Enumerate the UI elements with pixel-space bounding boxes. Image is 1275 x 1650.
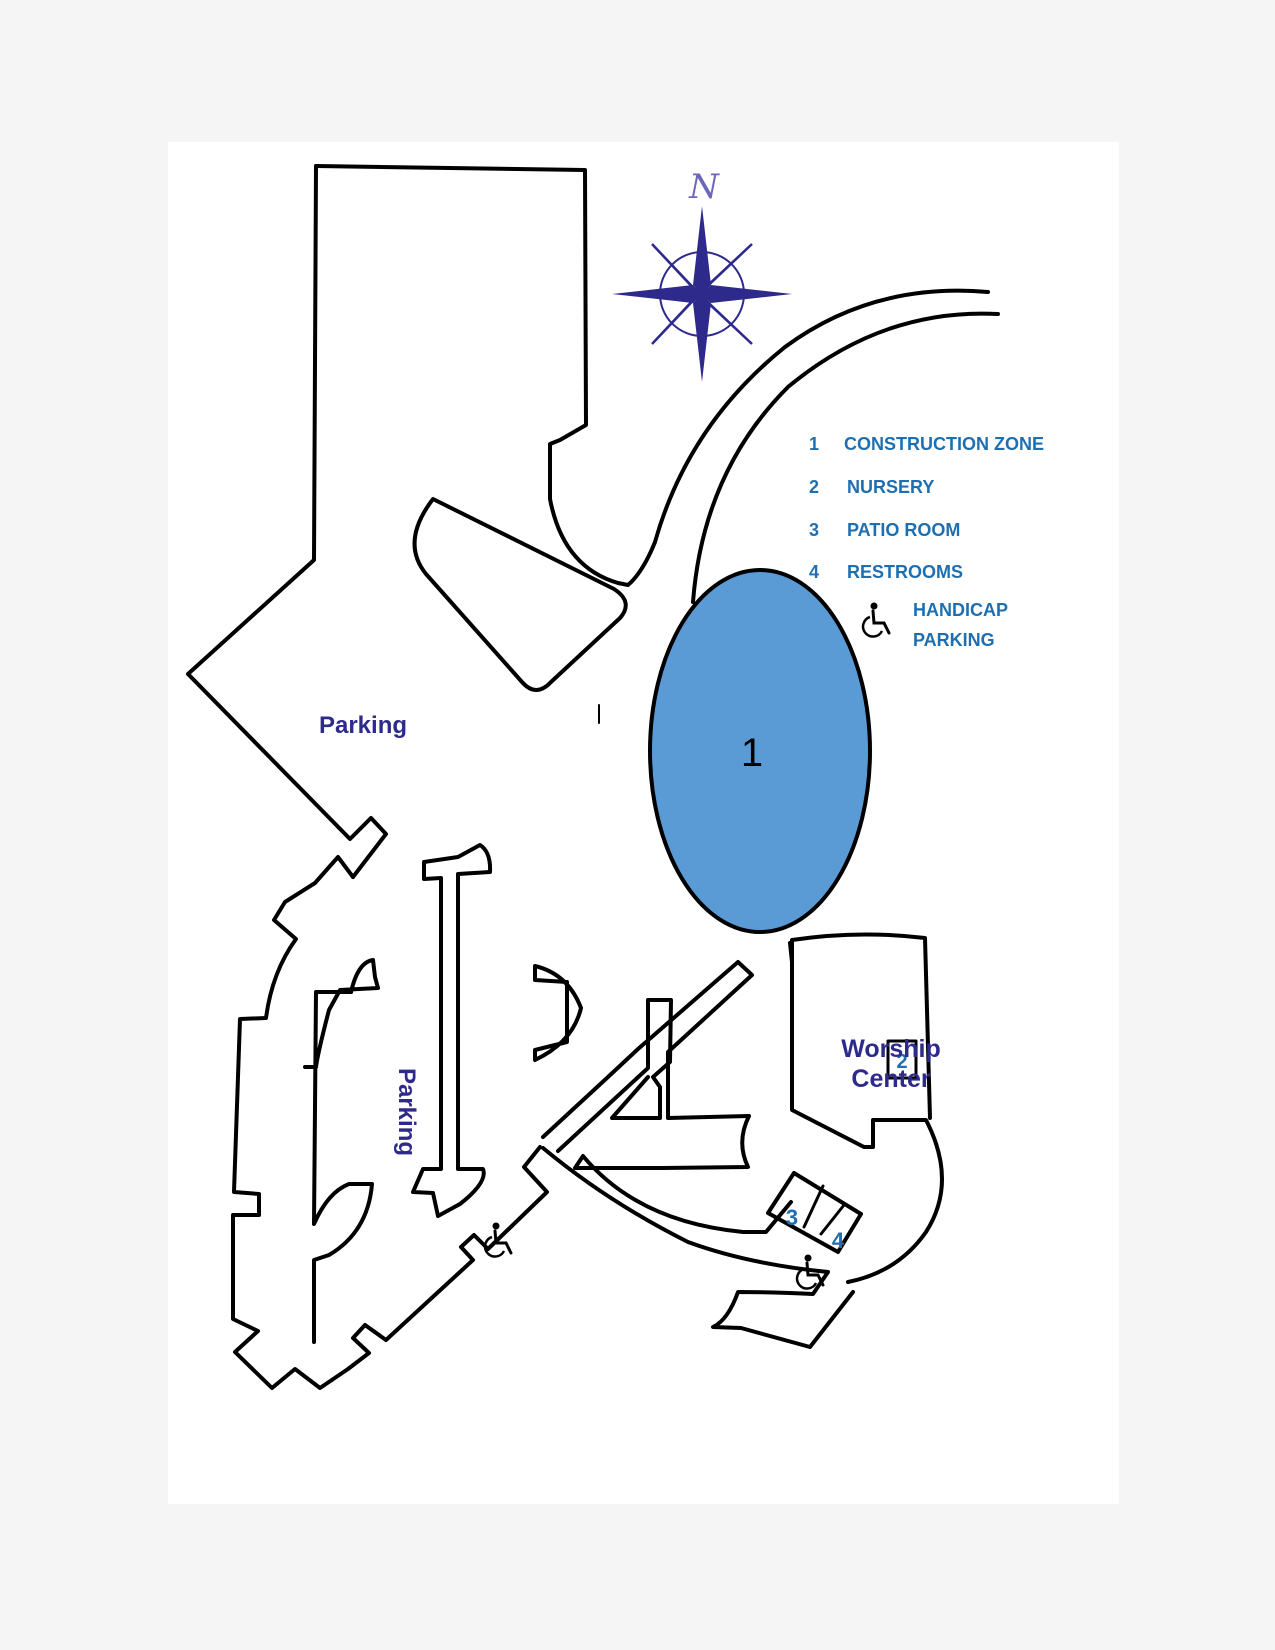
legend-label: NURSERY	[847, 477, 934, 497]
wheelchair-icon	[483, 1222, 513, 1258]
parking-island	[412, 497, 628, 692]
compass-rose	[612, 206, 792, 382]
lower-parking-curb-top	[303, 958, 380, 1069]
legend-number: 2	[809, 477, 819, 497]
access-road-inner	[691, 311, 1000, 604]
legend-number: 4	[809, 562, 819, 582]
legend-number: 3	[809, 520, 819, 540]
legend: 1 CONSTRUCTION ZONE 2 NURSERY 3 PATIO RO…	[809, 434, 1044, 650]
diagonal-road-outer	[541, 960, 793, 1234]
lower-parking-curb	[312, 990, 374, 1344]
north-label: N	[688, 167, 720, 207]
campus-map: 1 2 3 4 Parking Parking Worship Center	[186, 164, 1044, 1390]
worship-center-roof	[790, 932, 932, 1120]
upper-parking-outline	[314, 164, 990, 587]
wheelchair-icon	[795, 1254, 825, 1290]
lower-parking-label: Parking	[393, 1068, 420, 1156]
restrooms-number: 4	[832, 1228, 845, 1253]
legend-handicap-line2: PARKING	[913, 630, 995, 650]
construction-zone-number: 1	[741, 731, 763, 775]
worship-center-label-line1: Worship	[841, 1035, 941, 1063]
legend-handicap-line1: HANDICAP	[913, 600, 1008, 620]
patio-room-outline	[766, 1171, 863, 1254]
upper-parking-west	[186, 164, 388, 879]
worship-center-label-line2: Center	[851, 1065, 930, 1093]
legend-label: CONSTRUCTION ZONE	[844, 434, 1044, 454]
map-sheet: 1 2 3 4 Parking Parking Worship Center	[168, 142, 1119, 1504]
lower-parking-west-outline	[231, 855, 549, 1390]
legend-label: PATIO ROOM	[847, 520, 960, 540]
legend-number: 1	[809, 434, 819, 454]
curved-road-lower	[541, 1146, 855, 1349]
restroom-divider	[802, 1184, 825, 1229]
upper-parking-label: Parking	[319, 712, 407, 739]
nursery-number: 2	[896, 1051, 907, 1073]
nursery-box	[886, 1039, 918, 1080]
wheelchair-icon	[861, 602, 891, 638]
center-median	[411, 843, 493, 1218]
worship-center-outline	[788, 941, 944, 1284]
patio-room-number: 3	[786, 1205, 798, 1230]
restroom-inner	[819, 1203, 846, 1236]
diagonal-road-inner	[556, 998, 673, 1153]
construction-zone	[648, 568, 872, 934]
legend-label: RESTROOMS	[847, 562, 963, 582]
half-island	[533, 964, 583, 1062]
